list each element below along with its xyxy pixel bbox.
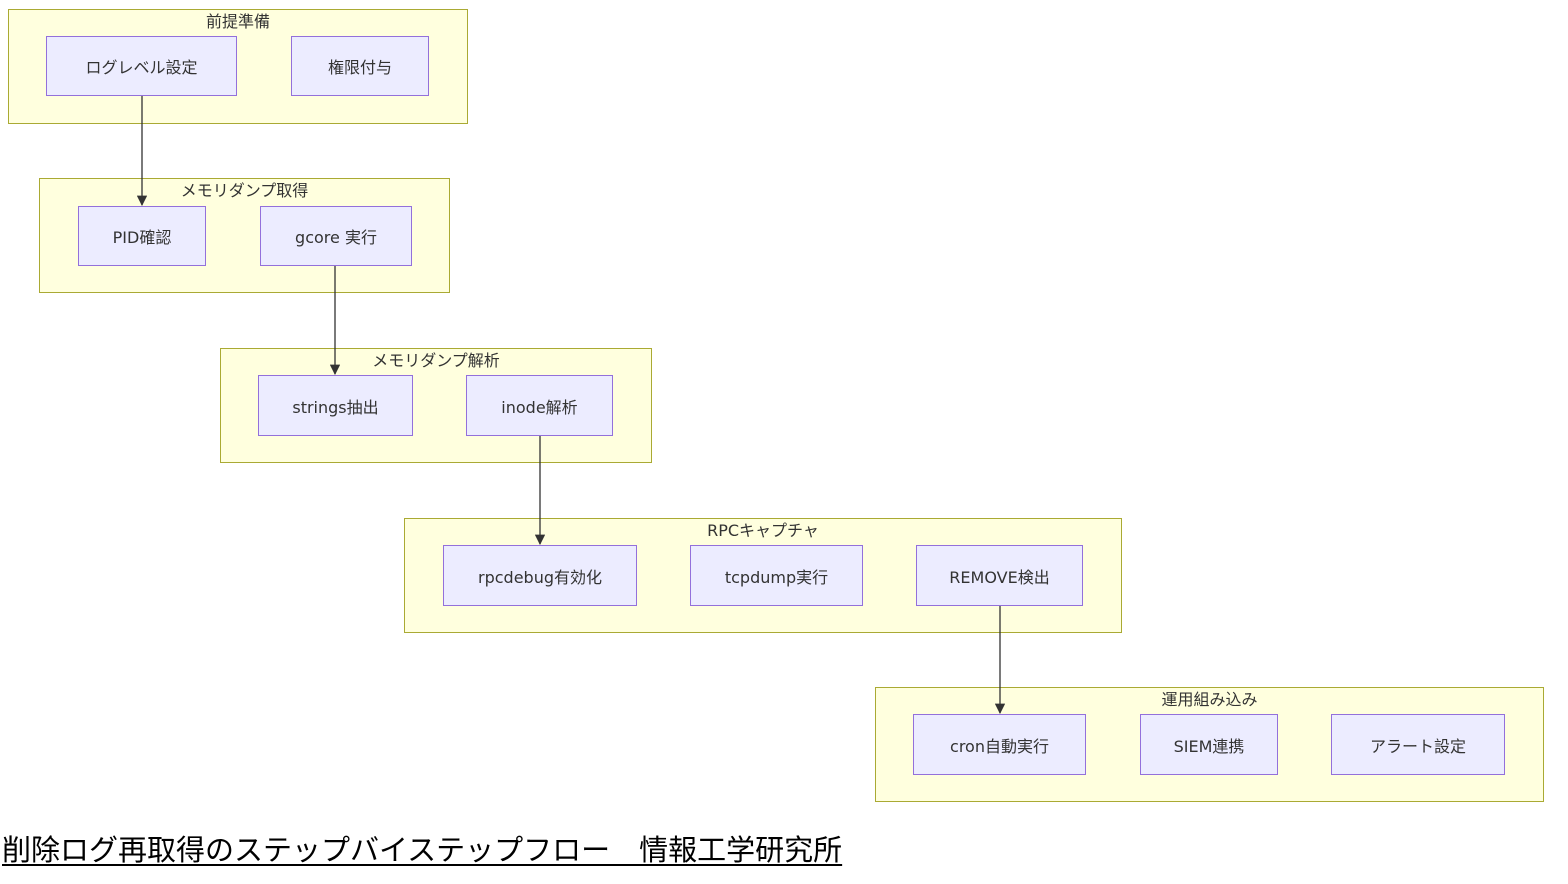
node-cron-auto-run: cron自動実行 (913, 714, 1086, 775)
subgraph-title: RPCキャプチャ (707, 521, 819, 540)
figure-caption: 削除ログ再取得のステップバイステップフロー 情報工学研究所 (2, 833, 843, 867)
node-inode-analysis: inode解析 (466, 375, 613, 436)
node-alert-setting: アラート設定 (1331, 714, 1505, 775)
node-pid-check: PID確認 (78, 206, 206, 266)
node-strings-extract: strings抽出 (258, 375, 413, 436)
node-tcpdump-run: tcpdump実行 (690, 545, 863, 606)
node-siem-integration: SIEM連携 (1140, 714, 1278, 775)
subgraph-title: メモリダンプ取得 (180, 181, 309, 200)
node-log-level-setting: ログレベル設定 (46, 36, 237, 96)
node-rpcdebug-enable: rpcdebug有効化 (443, 545, 637, 606)
subgraph-title: メモリダンプ解析 (372, 351, 500, 370)
subgraph-title: 運用組み込み (1161, 690, 1258, 709)
node-remove-detect: REMOVE検出 (916, 545, 1083, 606)
node-grant-permission: 権限付与 (291, 36, 429, 96)
subgraph-title: 前提準備 (205, 12, 270, 31)
node-gcore-run: gcore 実行 (260, 206, 412, 266)
